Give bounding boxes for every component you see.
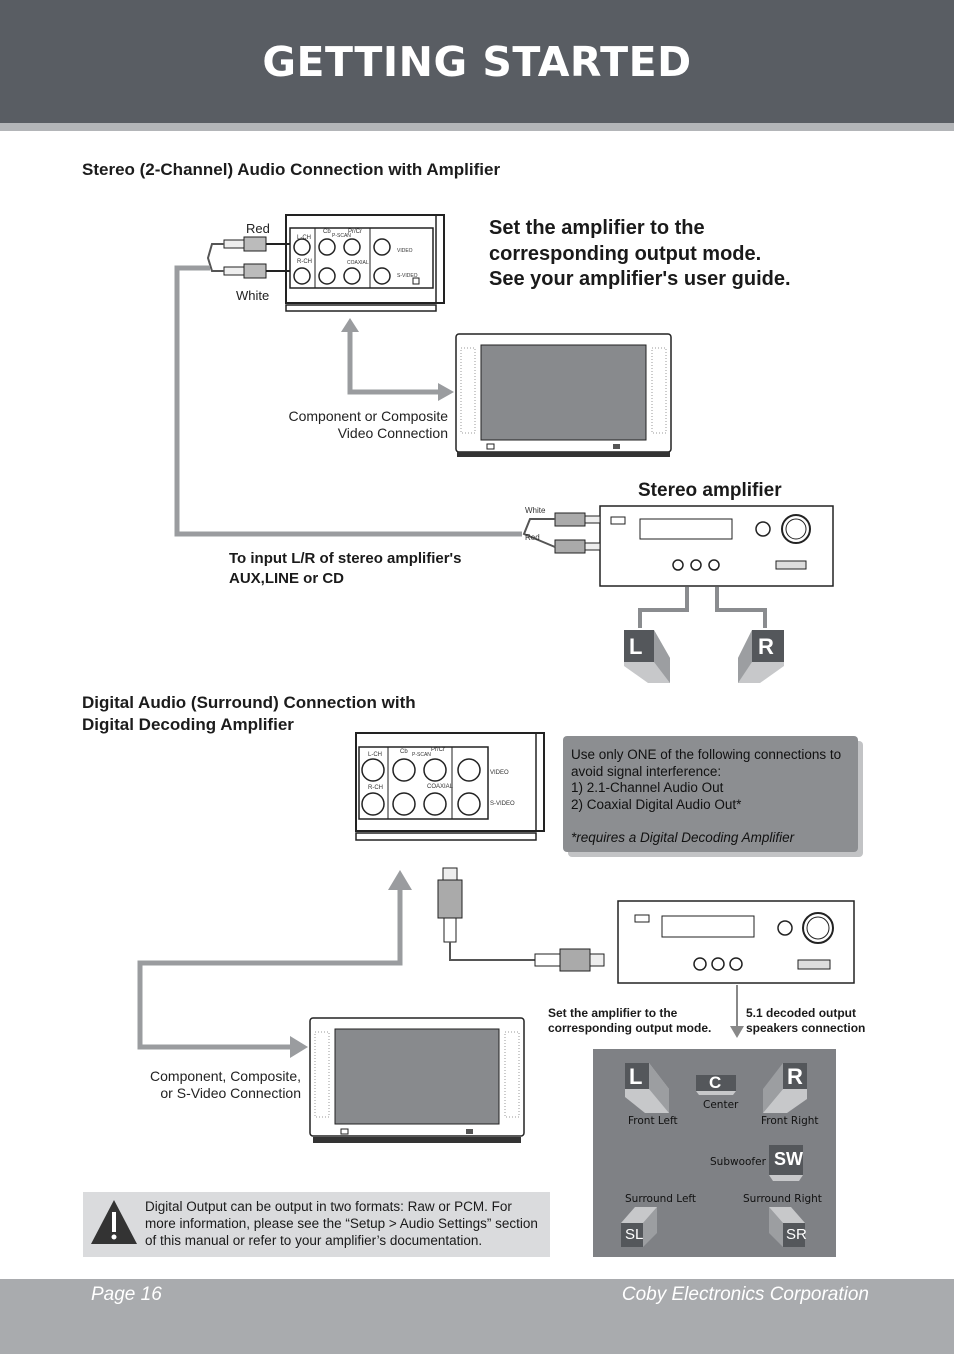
surround-speaker-icons: [621, 1063, 807, 1247]
warning-text: Digital Output can be output in two form…: [145, 1199, 538, 1248]
note-line-1: Use only ONE of the following connection…: [571, 747, 842, 762]
output-line-1: 5.1 decoded output: [746, 1006, 857, 1020]
svideo-label: S-VIDEO: [397, 273, 418, 279]
cb-label-2: Cb: [400, 749, 408, 755]
input-line-1: To input L/R of stereo amplifier's: [229, 550, 462, 567]
cable-white-label: White: [236, 288, 270, 303]
surround-left-code: SL: [625, 1226, 644, 1243]
instruction-line-2: corresponding output mode.: [489, 242, 762, 265]
connection-note-box: [563, 736, 858, 852]
crpr-label-2: Pr/Cr: [431, 747, 445, 753]
surround-right-label: Surround Right: [743, 1193, 822, 1205]
video-connection-label: Component or Composite Video Connection: [288, 408, 448, 442]
front-left-code: L: [629, 1064, 643, 1089]
amp-white-label: White: [525, 506, 546, 515]
note-footnote: *requires a Digital Decoding Amplifier: [571, 830, 795, 845]
amp-note-line-2: corresponding output mode.: [548, 1021, 712, 1035]
rch-label-2: R-CH: [368, 785, 383, 791]
warning-icon: [91, 1200, 137, 1244]
tv-monitor-2: [309, 1017, 525, 1143]
dvd-player-rear-panel-2: [355, 732, 545, 841]
left-speaker-label: L: [629, 634, 643, 659]
note-line-3: 1) 2.1-Channel Audio Out: [571, 780, 724, 795]
center-code: C: [709, 1073, 722, 1092]
dvd-player-rear-panel: [206, 214, 445, 312]
front-right-label: Front Right: [761, 1115, 819, 1127]
pscan-label: P-SCAN: [332, 233, 351, 239]
amp-input-note: To input L/R of stereo amplifier's AUX,L…: [229, 549, 461, 588]
lch-label-2: L-CH: [368, 752, 383, 758]
center-label: Center: [703, 1099, 739, 1111]
output-line-2: speakers connection: [746, 1021, 866, 1035]
right-speaker-label: R: [758, 634, 774, 659]
instruction-line-3: See your amplifier's user guide.: [489, 268, 791, 290]
left-speaker-icon: [624, 630, 670, 683]
connection-note-text: Use only ONE of the following connection…: [571, 747, 856, 847]
warning-box: [83, 1192, 550, 1257]
note-line-2: avoid signal interference:: [571, 763, 722, 779]
section-title-stereo: Stereo (2-Channel) Audio Connection with…: [82, 160, 501, 179]
svideo-label-2: S-VIDEO: [490, 801, 515, 807]
stereo-amplifier: [522, 505, 834, 587]
section-title-digital: Digital Audio (Surround) Connection with…: [82, 692, 416, 736]
video-label-2: VIDEO: [490, 770, 509, 776]
page-header: [0, 0, 954, 123]
surround-right-code: SR: [786, 1226, 807, 1243]
amp-output-mode-note: Set the amplifier to the corresponding o…: [548, 1006, 711, 1036]
video-line-2: Video Connection: [337, 425, 448, 441]
subwoofer-code: SW: [774, 1149, 803, 1169]
instruction-text: Set the amplifier to the corresponding o…: [489, 216, 791, 293]
instruction-line-1: Set the amplifier to the: [489, 217, 705, 239]
connection-lines-digital: [137, 867, 744, 1058]
header-stripe: [0, 123, 954, 131]
coaxial-label: COAXIAL: [347, 260, 369, 266]
cable-red-label: Red: [246, 221, 270, 236]
page-title: GETTING STARTED: [262, 38, 692, 86]
stereo-amplifier-title: Stereo amplifier: [638, 480, 782, 501]
decoded-output-note: 5.1 decoded output speakers connection: [746, 1006, 865, 1036]
page-footer: [0, 1279, 954, 1354]
lch-label: L-CH: [297, 235, 312, 241]
right-speaker-icon: [738, 630, 784, 683]
crpr-label: Pr/Cr: [348, 229, 362, 235]
digital-decoding-amplifier: [617, 900, 855, 984]
video2-line-1: Component, Composite,: [150, 1068, 301, 1084]
subwoofer-label: Subwoofer: [710, 1156, 766, 1168]
amp-red-label: Red: [525, 533, 540, 542]
pscan-label-2: P-SCAN: [412, 752, 431, 758]
rch-label: R-CH: [297, 259, 312, 265]
front-right-code: R: [787, 1064, 803, 1089]
page-number: Page 16: [91, 1284, 162, 1305]
video-line-1: Component or Composite: [288, 408, 448, 424]
company-name: Coby Electronics Corporation: [621, 1284, 869, 1305]
video-connection-label-2: Component, Composite, or S-Video Connect…: [140, 1068, 301, 1102]
front-left-label: Front Left: [628, 1115, 678, 1127]
section2-title-line-1: Digital Audio (Surround) Connection with: [82, 693, 416, 712]
surround-left-label: Surround Left: [625, 1193, 697, 1205]
section2-title-line-2: Digital Decoding Amplifier: [82, 715, 294, 734]
note-line-4: 2) Coaxial Digital Audio Out*: [571, 796, 742, 812]
input-line-2: AUX,LINE or CD: [229, 569, 345, 587]
video-label: VIDEO: [397, 248, 413, 254]
connection-lines-stereo: [174, 265, 767, 628]
amp-note-line-1: Set the amplifier to the: [548, 1006, 678, 1020]
video2-line-2: or S-Video Connection: [160, 1085, 301, 1101]
coaxial-label-2: COAXIAL: [427, 784, 454, 790]
tv-monitor: [455, 333, 672, 457]
cb-label: Cb: [323, 229, 331, 235]
